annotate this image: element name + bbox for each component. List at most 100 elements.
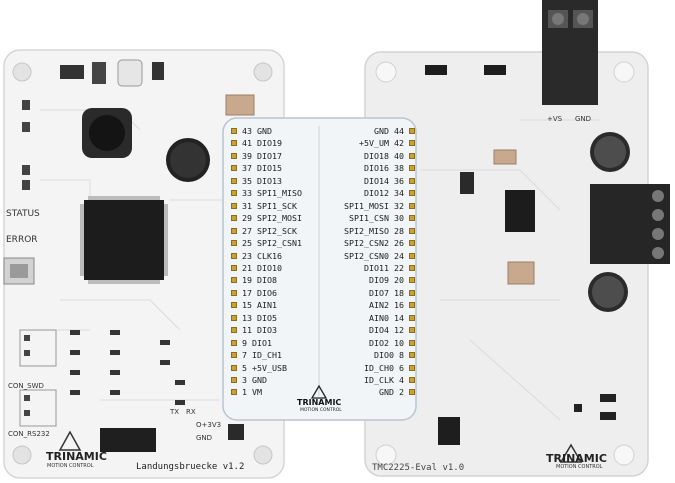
interface-ic	[100, 428, 156, 452]
mounting-hole	[253, 445, 273, 465]
pin-label-left: 21 DIO10	[242, 262, 282, 273]
tx-label: TX	[170, 408, 180, 416]
pin-label-left: 37 DIO15	[242, 163, 282, 174]
pin-pad	[409, 190, 415, 197]
pin-row: 33 SPI1_MISO DIO12 34	[228, 186, 418, 200]
gnd-label: GND	[196, 434, 213, 442]
pin-pad	[409, 352, 415, 359]
status-label: STATUS	[6, 209, 40, 219]
pin-label-right: SPI1_CSN 30	[349, 213, 404, 224]
resistor-array	[70, 330, 185, 405]
jumper	[484, 65, 506, 75]
pin-pad	[409, 202, 415, 209]
pin-label-right: SPI2_MISO 28	[344, 225, 404, 236]
pin-pad	[409, 128, 415, 134]
pin-row: 17 DIO6 DIO7 18	[228, 286, 418, 300]
pin-row: 3 GND ID_CLK 4	[228, 373, 418, 387]
pin-label-left: 29 SPI2_MOSI	[242, 213, 302, 224]
pin-pad	[409, 264, 415, 271]
mounting-hole	[375, 61, 397, 83]
pin-pad	[409, 152, 415, 159]
bridge-brand: TRINAMIC	[297, 398, 342, 407]
jumper	[425, 65, 447, 75]
pin-pad	[231, 215, 237, 222]
pin-label-left: 7 ID_CH1	[242, 350, 282, 361]
pin-label-right: DIO9 20	[369, 275, 404, 286]
tan-capacitor	[225, 94, 255, 116]
con-swd-label: CON_SWD	[8, 382, 44, 390]
tmc2225-chip	[505, 190, 535, 232]
pin-pad	[231, 140, 237, 147]
pin-label-left: 27 SPI2_SCK	[242, 225, 297, 236]
header-pins-left	[22, 100, 30, 416]
pin-label-left: 5 +5V_USB	[242, 362, 287, 373]
pin-label-left: 33 SPI1_MISO	[242, 188, 302, 199]
pin-pad	[409, 252, 415, 259]
pin-row: 1 VM GND 2	[228, 385, 418, 399]
pin-row: 21 DIO10 DIO11 22	[228, 261, 418, 275]
pin-label-right: SPI2_CSN0 24	[344, 250, 404, 261]
pin-pad	[231, 339, 237, 346]
pin-label-right: DIO4 12	[369, 325, 404, 336]
left-brand: TRINAMIC	[46, 450, 107, 463]
pin-label-left: 19 DIO8	[242, 275, 277, 286]
crystal	[117, 59, 143, 87]
pin-label-left: 17 DIO6	[242, 287, 277, 298]
pin-pad	[409, 302, 415, 309]
pin-label-right: DIO18 40	[364, 150, 404, 161]
pin-label-right: DIO11 22	[364, 262, 404, 273]
pin-row: 29 SPI2_MOSI SPI1_CSN 30	[228, 211, 418, 225]
pin-label-right: SPI2_CSN2 26	[344, 238, 404, 249]
pin-label-left: 3 GND	[242, 375, 267, 385]
right-brand-sub: MOTION CONTROL	[556, 464, 603, 470]
mounting-hole	[613, 444, 635, 466]
pin-pad	[231, 128, 237, 134]
gnd-label-right: GND	[575, 115, 592, 123]
pin-row: 15 AIN1 AIN2 16	[228, 298, 418, 312]
vs-label: +VS	[547, 115, 563, 123]
pin-row: 39 DIO17 DIO18 40	[228, 149, 418, 163]
rx-label: RX	[186, 408, 196, 416]
mcu-chip	[84, 200, 164, 280]
pin-pad	[231, 252, 237, 259]
pin-label-right: AIN2 16	[369, 300, 404, 311]
pin-label-left: 1 VM	[242, 387, 262, 398]
pin-pad	[231, 227, 237, 234]
pin-pad	[231, 277, 237, 284]
left-board-name: Landungsbruecke v1.2	[136, 462, 245, 472]
pin-pad	[231, 377, 237, 383]
error-label: ERROR	[6, 235, 38, 245]
left-brand-sub: MOTION CONTROL	[47, 463, 94, 469]
pin-label-right: AIN0 14	[369, 312, 404, 323]
pin-pad	[231, 202, 237, 209]
pin-label-left: 39 DIO17	[242, 150, 282, 161]
pin-label-right: ID_CLK 4	[364, 375, 404, 385]
pin-pad	[409, 165, 415, 172]
o-3v3-label: O+3V3	[196, 421, 222, 429]
pin-pad	[231, 364, 237, 371]
mounting-hole	[12, 62, 32, 82]
pin-pad	[231, 389, 237, 396]
pin-label-left: 41 DIO19	[242, 138, 282, 149]
right-board-name: TMC2225-Eval v1.0	[372, 463, 465, 473]
pin-pad	[231, 190, 237, 197]
pin-pad	[409, 389, 415, 396]
pin-label-left: 15 AIN1	[242, 300, 277, 311]
mounting-hole	[375, 444, 397, 466]
pin-label-right: DIO12 34	[364, 188, 404, 199]
pin-label-right: GND 2	[379, 387, 404, 398]
pin-label-right: DIO2 10	[369, 337, 404, 348]
pin-pad	[231, 289, 237, 296]
pin-pad	[409, 314, 415, 321]
pin-pad	[409, 377, 415, 383]
interface-ic	[438, 417, 460, 445]
right-brand: TRINAMIC	[546, 452, 607, 465]
pin-label-right: DIO7 18	[369, 287, 404, 298]
